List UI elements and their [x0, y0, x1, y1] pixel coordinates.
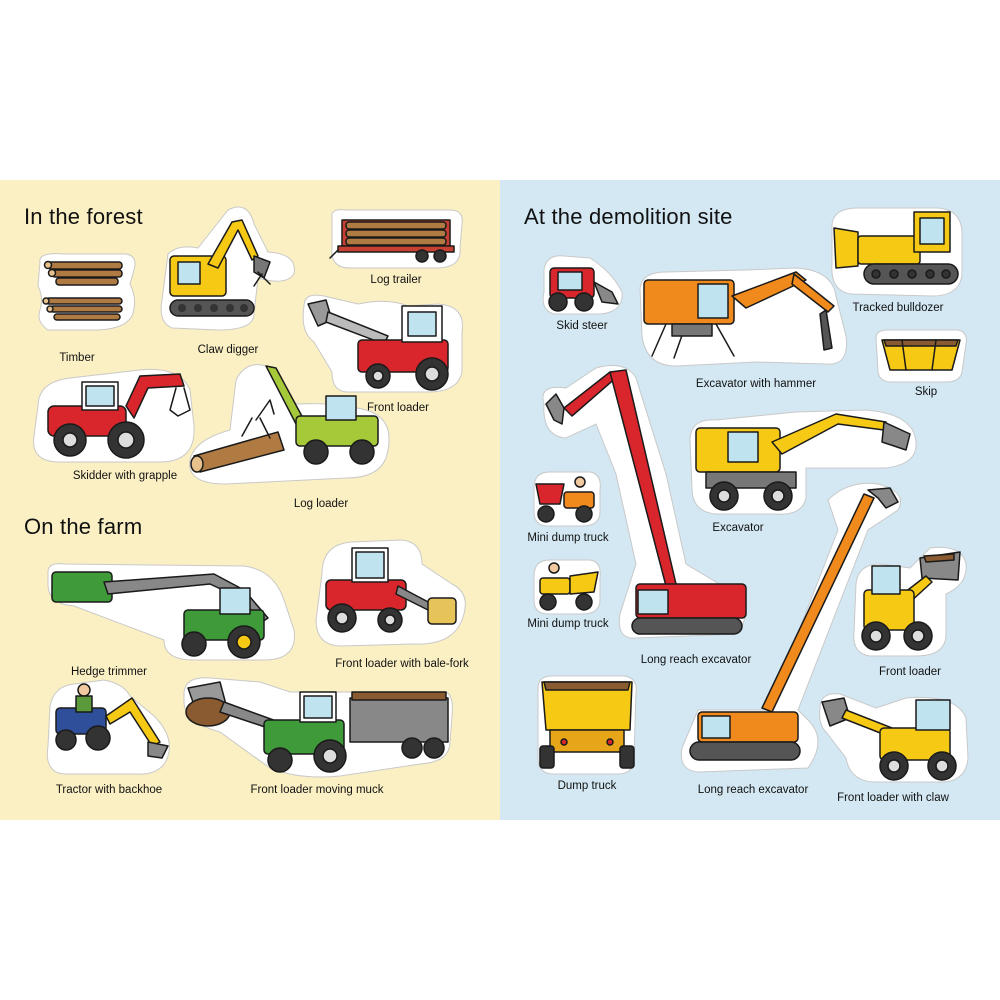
sticker-claw-digger-art[interactable]: Claw digger: [158, 204, 298, 356]
label-skidder: Skidder with grapple: [72, 470, 178, 482]
excavator-hammer-illustration: [639, 267, 848, 367]
sticker-backhoe[interactable]: Tractor with backhoe: [44, 676, 174, 804]
sticker-skip[interactable]: Skip: [872, 328, 968, 404]
label-front-loader-demo: Front loader: [878, 666, 941, 678]
label-front-loader-claw: Front loader with claw: [837, 792, 949, 804]
sticker-bale-fork[interactable]: Front loader with bale-fork: [312, 534, 472, 684]
label-claw-digger: Claw digger: [197, 344, 259, 356]
label-long-reach-orange: Long reach excavator: [697, 784, 809, 796]
sticker-dump-truck[interactable]: Dump truck: [534, 674, 640, 804]
skid-steer-illustration: [542, 255, 623, 315]
muck-illustration: [183, 677, 453, 778]
label-bale-fork: Front loader with bale-fork: [335, 658, 469, 670]
label-muck: Front loader moving muck: [250, 784, 384, 796]
sticker-skid-steer[interactable]: Skid steer: [540, 252, 624, 342]
tracked-bulldozer-illustration: [831, 207, 963, 297]
label-skid-steer: Skid steer: [556, 320, 608, 332]
claw-digger-illustration: [160, 206, 295, 331]
excavator-illustration: [689, 409, 917, 515]
long-reach-orange-illustration: [680, 482, 901, 773]
label-excavator: Excavator: [712, 522, 764, 534]
label-log-loader: Log loader: [293, 498, 349, 510]
sticker-hedge-trimmer[interactable]: Hedge trimmer: [44, 560, 304, 682]
heading-on-the-farm: On the farm: [24, 514, 143, 539]
hedge-trimmer-illustration: [47, 563, 295, 661]
backhoe-illustration: [46, 679, 170, 775]
mini-dump-1-illustration: [533, 471, 601, 527]
dump-truck-illustration: [537, 675, 637, 775]
label-dump-truck: Dump truck: [557, 780, 617, 792]
label-mini-dump-1: Mini dump truck: [527, 532, 609, 544]
sticker-excavator-hammer[interactable]: Excavator with hammer: [636, 266, 856, 392]
log-trailer-illustration: [329, 209, 463, 269]
sticker-front-loader-demo[interactable]: Front loader: [850, 544, 970, 684]
bale-fork-illustration: [315, 539, 466, 647]
heading-at-the-demolition-site: At the demolition site: [524, 204, 733, 229]
heading-in-the-forest: In the forest: [24, 204, 143, 229]
label-tracked-bulldozer: Tracked bulldozer: [852, 302, 944, 314]
sticker-timber[interactable]: Timber: [34, 250, 144, 364]
sticker-muck[interactable]: Front loader moving muck: [180, 672, 454, 802]
label-log-trailer: Log trailer: [370, 274, 422, 286]
sticker-long-reach-orange[interactable]: Long reach excavator: [678, 480, 928, 800]
front-loader-claw-illustration: [819, 693, 969, 783]
long-reach-red-illustration: [542, 365, 747, 639]
sticker-skidder[interactable]: Skidder with grapple: [30, 366, 200, 490]
label-excavator-hammer: Excavator with hammer: [695, 378, 817, 390]
skip-illustration: [875, 329, 967, 383]
label-timber: Timber: [59, 352, 95, 364]
timber-illustration: [37, 253, 136, 331]
front-loader-forest-illustration: [302, 294, 463, 393]
sticker-front-loader-claw[interactable]: Front loader with claw: [816, 688, 970, 810]
sticker-mini-dump-1[interactable]: Mini dump truck: [527, 468, 609, 554]
label-long-reach-red: Long reach excavator: [640, 654, 752, 666]
mini-dump-2-illustration: [533, 559, 601, 615]
sticker-excavator[interactable]: Excavator: [686, 408, 920, 542]
sticker-front-loader-forest[interactable]: Front loader: [298, 292, 468, 416]
log-loader-illustration: [189, 364, 390, 485]
sticker-tracked-bulldozer[interactable]: Tracked bulldozer: [828, 204, 968, 322]
right-page-demolition: At the demolition site Skid steer: [500, 180, 1000, 820]
label-front-loader-forest: Front loader: [366, 402, 429, 414]
sticker-log-loader[interactable]: Log loader: [186, 360, 396, 510]
sticker-mini-dump-2[interactable]: Mini dump truck: [527, 556, 609, 642]
sticker-long-reach-red[interactable]: Long reach excavator: [536, 364, 756, 674]
label-hedge-trimmer: Hedge trimmer: [70, 666, 148, 678]
front-loader-demo-illustration: [853, 546, 967, 657]
left-page-forest-farm: In the forest On the farm Timber: [0, 180, 500, 820]
label-backhoe: Tractor with backhoe: [55, 784, 163, 796]
label-mini-dump-2: Mini dump truck: [527, 618, 609, 630]
skidder-illustration: [33, 368, 195, 463]
sticker-log-trailer[interactable]: Log trailer: [326, 208, 466, 298]
label-skip: Skip: [914, 386, 938, 398]
